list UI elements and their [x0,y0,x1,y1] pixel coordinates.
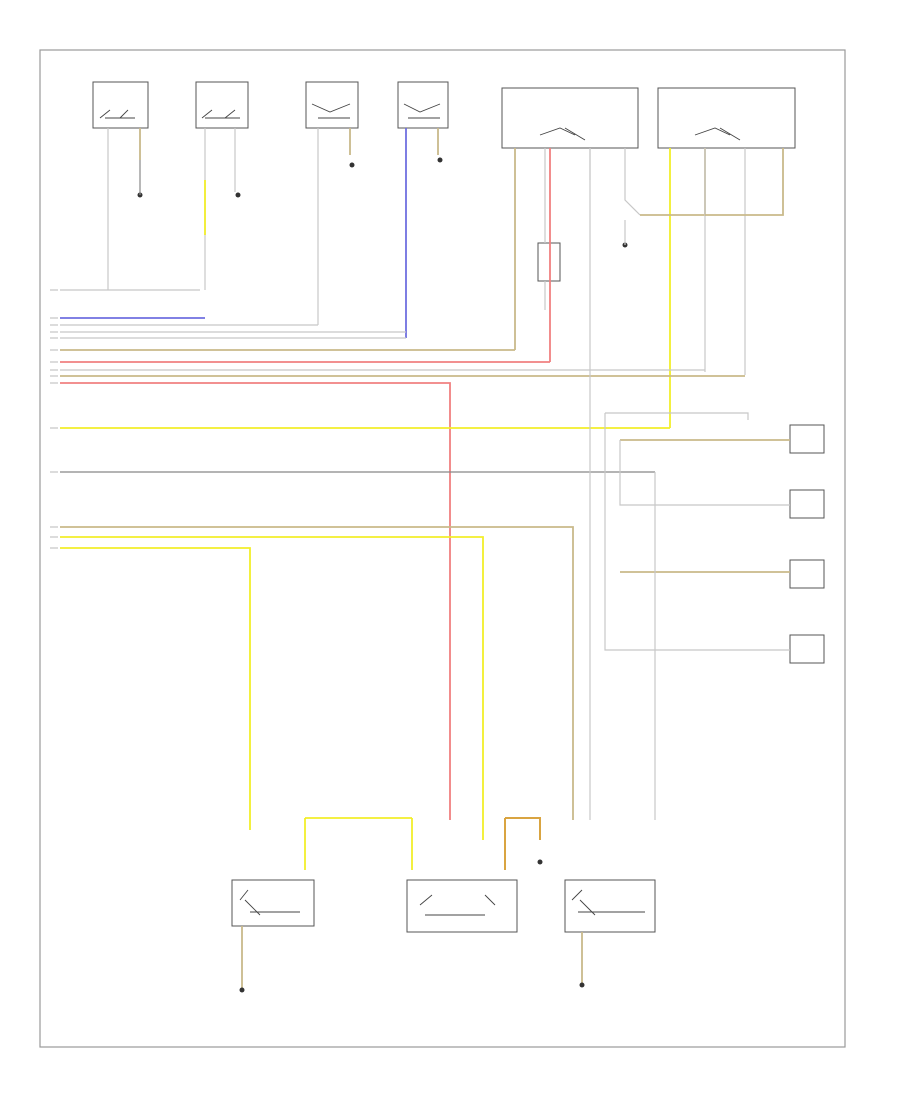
right-sensor-4 [789,634,825,664]
bottom-switch-middle [406,879,518,933]
top-switch-1 [92,81,149,129]
top-switch-2 [195,81,249,129]
top-switch-3 [305,81,359,129]
right-sensor-2 [789,489,825,519]
diagram-frame [39,49,846,1048]
bottom-switch-left [231,879,315,927]
top-module-right [657,87,796,149]
top-module-left [501,87,639,149]
bottom-switch-right [564,879,656,933]
inline-connector [537,242,561,282]
right-sensor-1 [789,424,825,454]
right-sensor-3 [789,559,825,589]
top-switch-4 [397,81,449,129]
